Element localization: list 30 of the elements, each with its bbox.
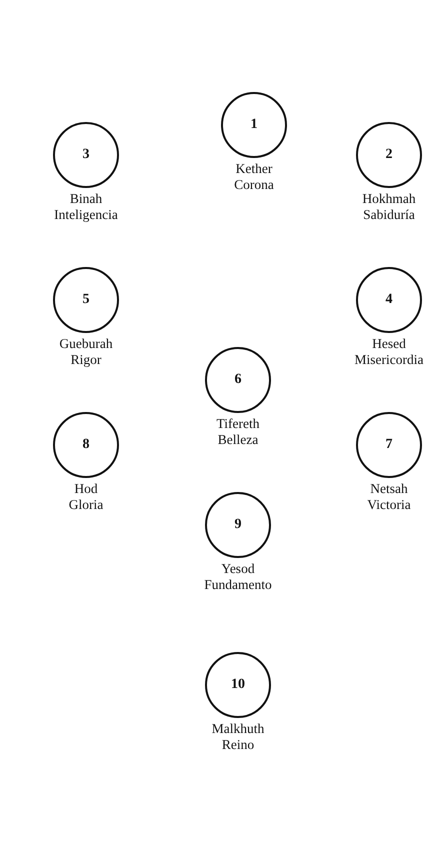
node-caption: Hokhmah (362, 191, 416, 207)
node-caption: Inteligencia (54, 207, 118, 223)
node-caption: Gueburah (59, 336, 113, 352)
circle-number: 1 (250, 117, 258, 133)
node-caption: Misericordia (354, 352, 424, 368)
node-caption: Binah (70, 191, 102, 207)
node-caption: Netsah (370, 481, 408, 497)
node-caption: Tifereth (216, 416, 260, 432)
circle-number: 8 (82, 437, 90, 453)
node-caption: Gloria (68, 497, 104, 513)
circle-number: 2 (386, 147, 392, 163)
node-caption: Reino (222, 737, 254, 753)
node-caption: Rigor (70, 352, 102, 368)
node-caption: Sabiduría (363, 207, 415, 223)
node-caption: Belleza (218, 432, 258, 448)
node-caption: Victoria (367, 497, 411, 513)
circle-number: 9 (234, 517, 242, 533)
node-caption: Kether (236, 161, 272, 177)
node-caption: Hod (74, 481, 98, 497)
circle-number: 6 (234, 372, 242, 388)
circle-number: 10 (231, 677, 245, 693)
circle-number: 5 (82, 292, 90, 308)
circle-number: 7 (386, 437, 392, 453)
node-caption: Yesod (221, 561, 255, 577)
circle-number: 3 (82, 147, 90, 163)
node-caption: Malkhuth (212, 721, 264, 737)
node-caption: Hesed (372, 336, 406, 352)
node-caption: Fundamento (204, 577, 272, 593)
circle-number: 4 (386, 292, 392, 308)
node-caption: Corona (234, 177, 274, 193)
